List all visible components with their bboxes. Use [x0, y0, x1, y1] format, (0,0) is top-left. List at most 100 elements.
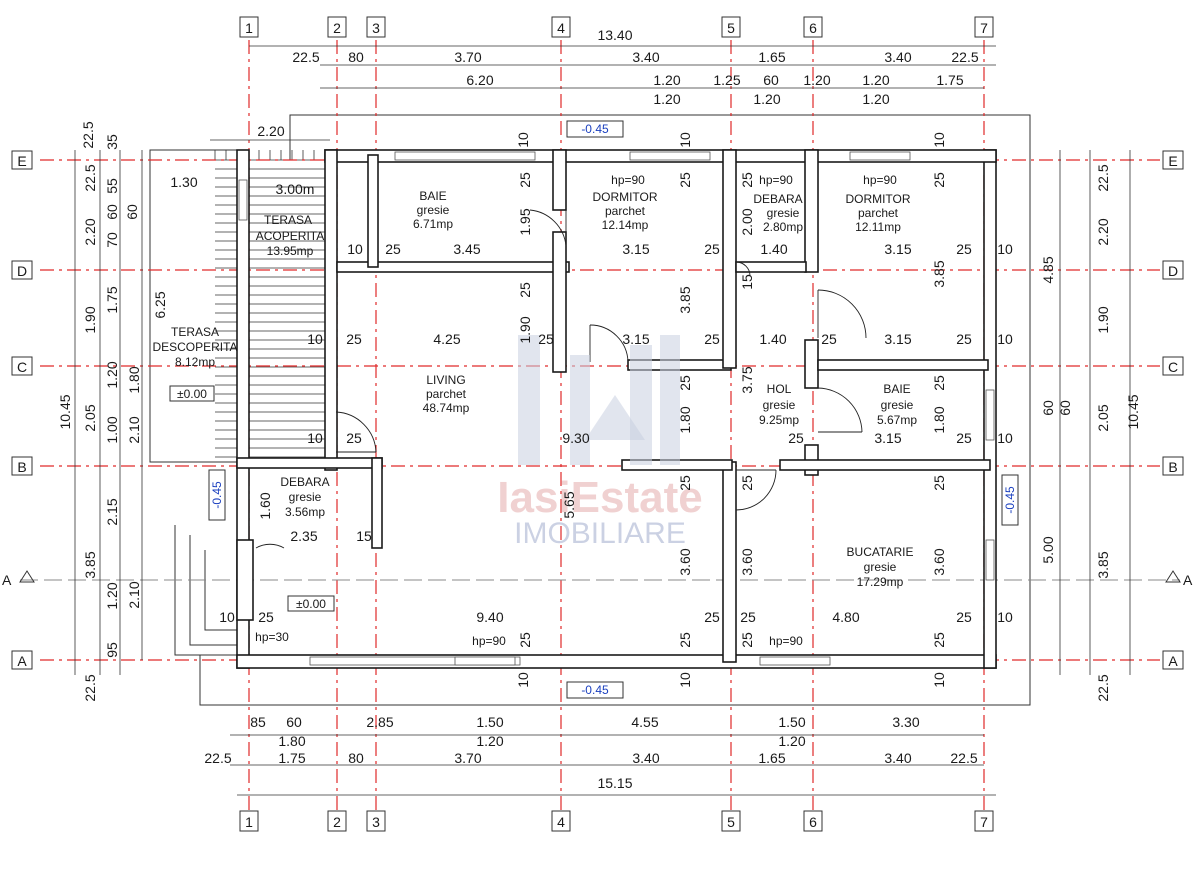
svg-text:1.80: 1.80	[278, 733, 305, 749]
svg-text:60: 60	[1057, 400, 1073, 416]
svg-text:1.90: 1.90	[1095, 306, 1111, 333]
axis-labels-left: E D C B A A	[2, 150, 35, 670]
svg-text:4.80: 4.80	[832, 609, 859, 625]
svg-text:gresie: gresie	[763, 398, 796, 412]
svg-text:25: 25	[538, 331, 554, 347]
svg-text:1.20: 1.20	[653, 91, 680, 107]
level-terrace: ±0.00	[177, 387, 207, 401]
wall-entry-left	[236, 539, 254, 621]
watermark-brand: IasiEstate	[497, 473, 702, 522]
room-baie1-finish: gresie	[417, 203, 450, 217]
svg-text:2.20: 2.20	[257, 123, 284, 139]
svg-text:3.15: 3.15	[622, 331, 649, 347]
svg-text:parchet: parchet	[426, 387, 467, 401]
room-baie2-name: BAIE	[883, 382, 910, 396]
svg-text:25: 25	[677, 475, 693, 491]
svg-text:10: 10	[219, 609, 235, 625]
svg-text:70: 70	[104, 232, 120, 248]
svg-text:85: 85	[250, 714, 266, 730]
axis-5-top: 5	[727, 20, 735, 36]
outer-outline	[149, 114, 1031, 706]
room-baie1-name: BAIE	[419, 189, 446, 203]
svg-text:10: 10	[347, 241, 363, 257]
svg-text:4.25: 4.25	[433, 331, 460, 347]
room-dormitor2-name: DORMITOR	[845, 192, 910, 206]
svg-text:25: 25	[677, 375, 693, 391]
svg-text:2.15: 2.15	[104, 498, 120, 525]
svg-text:9.30: 9.30	[562, 430, 589, 446]
axis-labels-right: E D C B A A	[1162, 150, 1193, 670]
axis-2-bottom: 2	[333, 814, 341, 830]
svg-text:25: 25	[677, 632, 693, 648]
axis-6-top: 6	[809, 20, 817, 36]
svg-text:10: 10	[307, 430, 323, 446]
svg-text:80: 80	[348, 750, 364, 766]
svg-text:A: A	[1168, 653, 1178, 669]
svg-text:25: 25	[739, 475, 755, 491]
svg-text:25: 25	[956, 430, 972, 446]
svg-text:25: 25	[677, 172, 693, 188]
svg-text:3.75: 3.75	[739, 366, 755, 393]
watermark-sub: IMOBILIARE	[514, 517, 686, 550]
svg-text:10: 10	[677, 672, 693, 688]
bottom-dimensions: 85 60 2.85 1.50 4.55 1.50 3.30 1.80 1.20…	[204, 714, 977, 791]
svg-text:1.20: 1.20	[476, 733, 503, 749]
svg-text:9.25mp: 9.25mp	[759, 413, 799, 427]
level-right: -0.45	[1003, 486, 1017, 514]
svg-text:25: 25	[704, 241, 720, 257]
svg-text:1.90: 1.90	[517, 316, 533, 343]
svg-text:3.45: 3.45	[453, 241, 480, 257]
svg-text:2.20: 2.20	[82, 218, 98, 245]
axis-labels-top: 1 2 3 4 5 6 7	[239, 16, 994, 38]
svg-text:10.45: 10.45	[1125, 394, 1141, 429]
axis-5-bottom: 5	[727, 814, 735, 830]
wall-debara1-bottom	[735, 261, 807, 273]
svg-text:5.65: 5.65	[561, 491, 577, 518]
svg-text:hp=90: hp=90	[769, 634, 803, 648]
axis-labels-bottom: 1 2 3 4 5 6 7	[239, 810, 994, 832]
svg-text:1.80: 1.80	[126, 366, 142, 393]
wall-living-left	[324, 149, 338, 471]
room-living-name: LIVING	[426, 373, 465, 387]
svg-text:60: 60	[763, 72, 779, 88]
left-dimensions: 10.45 22.5 2.20 1.90 2.05 3.85 22.5 35 2…	[57, 121, 168, 701]
level-entry: ±0.00	[296, 597, 326, 611]
svg-text:parchet: parchet	[605, 204, 646, 218]
svg-text:hp=90: hp=90	[863, 173, 897, 187]
svg-text:22.5: 22.5	[204, 750, 231, 766]
wall-axis5-top	[722, 149, 737, 369]
svg-text:hp=90: hp=90	[472, 634, 506, 648]
svg-text:3.56mp: 3.56mp	[285, 505, 325, 519]
svg-text:gresie: gresie	[767, 206, 800, 220]
svg-text:1.60: 1.60	[257, 492, 273, 519]
svg-text:3.85: 3.85	[677, 286, 693, 313]
svg-text:1.20: 1.20	[778, 733, 805, 749]
svg-text:3.85: 3.85	[931, 260, 947, 287]
svg-text:3.60: 3.60	[739, 548, 755, 575]
top-dimensions: 13.40 22.5 80 3.70 3.40 1.65 3.40 22.5 6…	[170, 27, 978, 190]
wall-axis6-top	[804, 149, 819, 273]
svg-text:1.40: 1.40	[759, 331, 786, 347]
svg-text:9.40: 9.40	[476, 609, 503, 625]
svg-text:gresie: gresie	[864, 560, 897, 574]
axis-6-bottom: 6	[809, 814, 817, 830]
svg-text:hp=90: hp=90	[759, 173, 793, 187]
windows	[238, 151, 995, 666]
svg-text:25: 25	[956, 331, 972, 347]
wall-debara-top	[236, 457, 383, 469]
svg-text:2.35: 2.35	[290, 528, 317, 544]
svg-text:6.20: 6.20	[466, 72, 493, 88]
svg-text:3.70: 3.70	[454, 750, 481, 766]
svg-text:25: 25	[346, 331, 362, 347]
level-left: -0.45	[210, 481, 224, 509]
wall-axis6-mid	[804, 339, 819, 389]
axis-7-top: 7	[980, 20, 988, 36]
svg-text:1.75: 1.75	[278, 750, 305, 766]
svg-text:25: 25	[739, 172, 755, 188]
svg-text:2.05: 2.05	[82, 404, 98, 431]
svg-text:95: 95	[104, 642, 120, 658]
axis-3-bottom: 3	[372, 814, 380, 830]
svg-text:gresie: gresie	[881, 398, 914, 412]
room-dormitor1-name: DORMITOR	[592, 190, 657, 204]
svg-text:22.5: 22.5	[1095, 674, 1111, 701]
